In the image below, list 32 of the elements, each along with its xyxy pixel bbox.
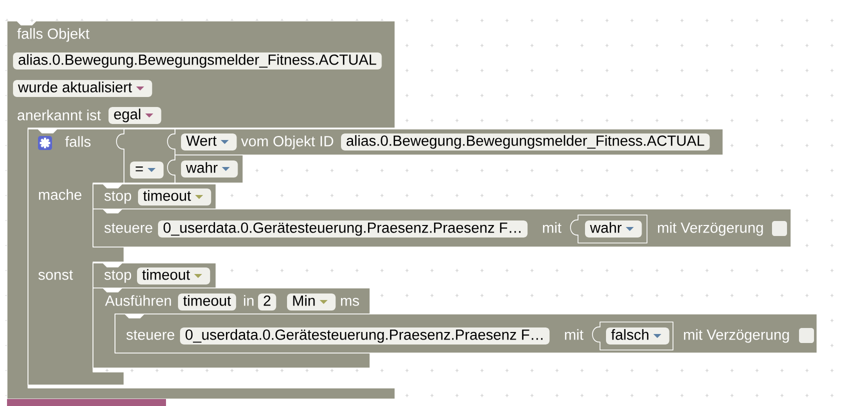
block-label: mit <box>543 222 562 233</box>
dropdown: falsch <box>606 328 670 344</box>
dropdown: Wert <box>181 134 237 150</box>
block-label: stop <box>104 191 132 204</box>
block-label: steuere <box>126 330 174 340</box>
dropdown: egal <box>108 107 162 124</box>
block-label: vom Objekt ID <box>241 136 334 150</box>
block-label: Ausführen <box>105 295 171 306</box>
block-label: mit Verzögerung <box>684 329 789 343</box>
value-field: alias.0.Bewegung.Bewegungsmelder_Fitness.ACTUAL <box>341 134 710 150</box>
block-label: ms <box>341 298 360 306</box>
dropdown: wahr <box>585 220 642 238</box>
block-label: falls Objekt <box>17 28 90 42</box>
block-label: falls <box>65 136 91 147</box>
value-field: 0_userdata.0.Gerätesteuerung.Praesenz.Praesenz F… <box>158 220 528 238</box>
value-field: 2 <box>258 294 276 310</box>
dropdown: timeout <box>137 268 210 284</box>
dropdown: timeout <box>138 188 212 206</box>
value-field: 0_userdata.0.Gerätesteuerung.Praesenz.Praesenz F… <box>180 328 550 344</box>
block-label: stop <box>104 270 132 283</box>
dropdown: wahr <box>181 160 238 178</box>
dropdown: Min <box>287 294 336 310</box>
dropdown: wurde aktualisiert <box>13 80 152 97</box>
value-field: timeout <box>178 294 236 310</box>
block-label: mache <box>39 189 82 200</box>
block-label: in <box>244 295 254 306</box>
value-field: alias.0.Bewegung.Bewegungsmelder_Fitness.ACTUAL <box>13 52 382 70</box>
block-label: sonst <box>38 270 73 280</box>
block-label: anerkannt ist <box>18 110 101 120</box>
block-label: mit <box>565 329 584 340</box>
block-label: mit Verzögerung <box>658 222 763 236</box>
block-label: steuere <box>104 223 152 233</box>
